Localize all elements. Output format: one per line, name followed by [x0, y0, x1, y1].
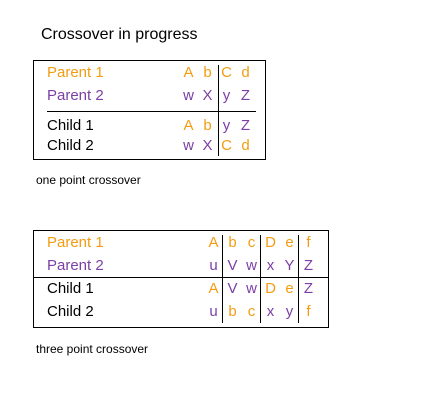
gene-token: c — [247, 303, 256, 320]
row-label-parent-2: Parent 2 — [47, 87, 104, 104]
row-label-child-2: Child 2 — [47, 303, 94, 320]
row-label-child-1: Child 1 — [47, 117, 94, 134]
gene-token: Y — [284, 257, 295, 274]
gene-token: w — [183, 87, 194, 104]
gene-token: D — [265, 280, 276, 297]
gene-token: V — [227, 280, 238, 297]
gene-token: X — [202, 137, 213, 154]
crossover-point-line-1 — [222, 235, 223, 323]
gene-token: f — [306, 303, 311, 320]
gene-token: X — [202, 87, 213, 104]
gene-token: e — [285, 280, 294, 297]
gene-token: A — [208, 280, 219, 297]
gene-token: Z — [240, 117, 251, 134]
row-label-parent-2: Parent 2 — [47, 257, 104, 274]
gene-token: Z — [303, 257, 314, 274]
gene-token: y — [285, 303, 294, 320]
parent-child-divider — [34, 277, 328, 278]
row-label-parent-1: Parent 1 — [47, 64, 104, 81]
row-label-child-2: Child 2 — [47, 137, 94, 154]
diagram-title: Crossover in progress — [41, 26, 198, 43]
gene-token: b — [203, 117, 212, 134]
gene-token: Z — [240, 87, 251, 104]
gene-token: Z — [303, 280, 314, 297]
gene-token: w — [246, 257, 257, 274]
gene-token: e — [285, 234, 294, 251]
gene-token: A — [183, 117, 194, 134]
gene-token: b — [203, 64, 212, 81]
gene-token: A — [183, 64, 194, 81]
gene-token: f — [306, 234, 311, 251]
gene-token: w — [183, 137, 194, 154]
gene-token: w — [246, 280, 257, 297]
caption-three-point: three point crossover — [36, 342, 149, 356]
gene-token: C — [221, 64, 232, 81]
caption-one-point: one point crossover — [36, 173, 141, 187]
gene-token: C — [221, 137, 232, 154]
crossover-point-line — [218, 65, 219, 156]
gene-token: b — [228, 234, 237, 251]
gene-token: D — [265, 234, 276, 251]
gene-token: b — [228, 303, 237, 320]
gene-token: d — [241, 137, 250, 154]
crossover-point-line-3 — [298, 235, 299, 323]
gene-token: y — [222, 117, 231, 134]
crossover-point-line-2 — [260, 235, 261, 323]
gene-token: x — [266, 303, 275, 320]
gene-token: V — [227, 257, 238, 274]
parent-child-divider — [47, 111, 256, 112]
gene-token: u — [209, 257, 218, 274]
gene-token: d — [241, 64, 250, 81]
gene-token: u — [209, 303, 218, 320]
row-label-child-1: Child 1 — [47, 280, 94, 297]
row-label-parent-1: Parent 1 — [47, 234, 104, 251]
gene-token: c — [247, 234, 256, 251]
gene-token: A — [208, 234, 219, 251]
gene-token: y — [222, 87, 231, 104]
gene-token: x — [266, 257, 275, 274]
